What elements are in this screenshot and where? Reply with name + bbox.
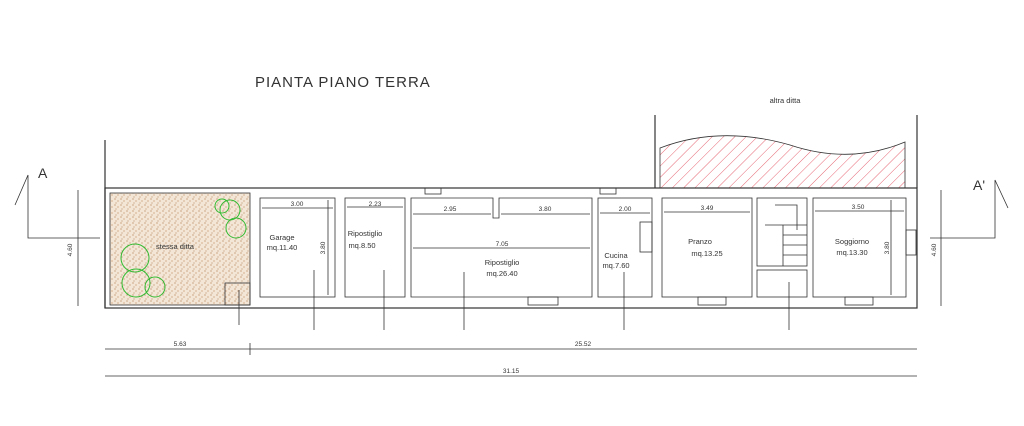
overall-depth-lines	[77, 190, 942, 306]
plan-title: PIANTA PIANO TERRA	[255, 74, 431, 91]
room-ripostiglio-large: Ripostiglio mq.26.40 7.05 2.95 3.80	[444, 206, 552, 278]
neighbour-label: altra ditta	[770, 96, 802, 105]
tree-icons	[120, 198, 247, 298]
dim-garden: 5.63	[174, 341, 187, 348]
svg-text:Garage: Garage	[269, 233, 294, 242]
svg-text:Soggiorno: Soggiorno	[835, 237, 869, 246]
section-marker-right	[930, 179, 1009, 239]
room-garage: Garage mq.11.40 3.00 3.80	[267, 201, 327, 254]
svg-text:3.00: 3.00	[291, 201, 304, 208]
svg-text:mq.11.40: mq.11.40	[267, 243, 298, 252]
room-soggiorno: Soggiorno mq.13.30 3.50 3.80	[835, 204, 891, 257]
room-walls	[259, 187, 917, 306]
garden-label: stessa ditta	[156, 242, 195, 251]
building-outline	[104, 187, 918, 309]
overall-dimension-lines	[105, 343, 917, 377]
garden-shed	[224, 282, 251, 306]
depth-label-right: 4.60	[931, 243, 938, 256]
depth-label-left: 4.60	[67, 243, 74, 256]
svg-text:Cucina: Cucina	[604, 251, 628, 260]
dim-building: 25.52	[575, 341, 592, 348]
room-cucina: Cucina mq.7.60 2.00	[602, 206, 631, 270]
svg-text:Pranzo: Pranzo	[688, 237, 712, 246]
svg-text:2.00: 2.00	[619, 206, 632, 213]
svg-text:2.23: 2.23	[369, 201, 382, 208]
dim-total: 31.15	[503, 368, 520, 375]
svg-text:mq.13.30: mq.13.30	[836, 248, 867, 257]
svg-text:mq.7.60: mq.7.60	[602, 261, 629, 270]
svg-text:3.80: 3.80	[884, 241, 891, 254]
neighbour-hatched-area	[659, 135, 906, 189]
svg-text:Ripostiglio: Ripostiglio	[348, 229, 383, 238]
svg-text:3.80: 3.80	[539, 206, 552, 213]
svg-text:3.80: 3.80	[320, 241, 327, 254]
svg-text:3.49: 3.49	[701, 205, 714, 212]
svg-text:Ripostiglio: Ripostiglio	[485, 258, 520, 267]
svg-text:2.95: 2.95	[444, 206, 457, 213]
section-marker-left	[14, 174, 100, 239]
svg-text:mq.26.40: mq.26.40	[486, 269, 517, 278]
room-ripostiglio-small: Ripostiglio mq.8.50 2.23	[348, 201, 383, 250]
svg-text:3.50: 3.50	[852, 204, 865, 211]
section-label-right: A'	[973, 177, 985, 193]
svg-text:mq.8.50: mq.8.50	[348, 241, 375, 250]
interior-dimension-lines	[238, 200, 904, 330]
section-label-left: A	[38, 165, 48, 181]
room-pranzo: Pranzo mq.13.25 3.49	[688, 205, 723, 258]
svg-text:mq.13.25: mq.13.25	[691, 249, 722, 258]
svg-text:7.05: 7.05	[496, 241, 509, 248]
